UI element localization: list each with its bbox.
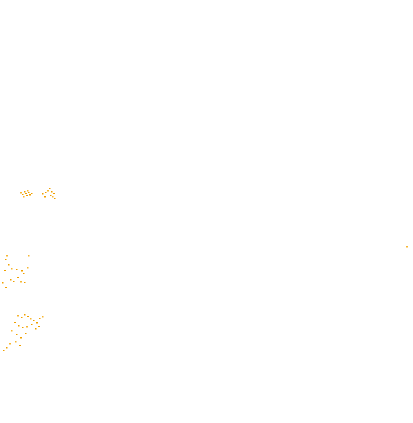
orange-speck: [27, 316, 29, 317]
orange-speck: [50, 195, 52, 196]
cluster-lower-left: [3, 314, 44, 351]
orange-speck: [6, 347, 8, 349]
orange-speck: [6, 255, 8, 257]
orange-speck: [13, 281, 15, 282]
orange-speck: [22, 194, 24, 195]
orange-speck: [35, 328, 37, 330]
cluster-right-edge: [406, 246, 408, 248]
orange-speck: [4, 270, 6, 271]
orange-speck: [20, 192, 22, 194]
orange-speck: [23, 273, 25, 274]
orange-speck: [22, 327, 24, 328]
orange-speck: [16, 269, 18, 270]
orange-speck: [10, 279, 12, 281]
orange-speck: [24, 314, 26, 316]
orange-speck: [16, 334, 18, 335]
orange-speck: [28, 255, 30, 257]
orange-speck: [5, 287, 7, 288]
orange-speck: [21, 317, 23, 318]
orange-speck: [23, 196, 25, 198]
orange-speck: [18, 325, 20, 327]
orange-speck: [25, 193, 27, 194]
orange-speck: [47, 190, 49, 192]
orange-speck: [17, 315, 19, 317]
orange-speck: [19, 345, 21, 346]
orange-speck: [8, 264, 10, 266]
orange-speck: [406, 246, 408, 248]
orange-speck: [33, 320, 35, 321]
orange-speck: [54, 198, 56, 199]
cluster-middle-left: [2, 255, 30, 288]
orange-speck: [53, 193, 55, 194]
cluster-upper-left: [20, 188, 56, 199]
orange-speck: [26, 195, 28, 196]
orange-speck: [42, 193, 44, 195]
orange-speck: [15, 341, 17, 343]
orange-speck: [11, 330, 13, 332]
orange-speck: [27, 267, 29, 269]
orange-speck: [26, 326, 28, 328]
orange-speck: [31, 324, 33, 325]
orange-speck: [5, 259, 7, 260]
orange-speck: [24, 191, 26, 193]
orange-speck: [25, 333, 27, 334]
orange-speck: [36, 322, 38, 324]
orange-speck: [29, 194, 31, 196]
orange-speck: [20, 337, 22, 339]
orange-speck: [24, 282, 26, 283]
orange-speck: [51, 191, 53, 193]
orange-speck: [14, 322, 16, 323]
orange-speck: [17, 277, 19, 278]
orange-speck: [21, 270, 23, 272]
orange-speck: [42, 316, 44, 318]
orange-speck: [27, 190, 29, 192]
orange-speck: [49, 188, 51, 189]
orange-speck: [31, 193, 33, 194]
orange-speck: [9, 343, 11, 345]
orange-speck: [20, 281, 22, 283]
orange-speck: [52, 196, 54, 198]
orange-speck: [30, 318, 32, 320]
orange-speck: [39, 318, 41, 319]
orange-speck: [38, 326, 40, 327]
orange-speck: [44, 196, 46, 198]
orange-speck: [28, 192, 30, 193]
orange-speck: [11, 268, 13, 270]
orange-speck: [3, 350, 5, 351]
orange-speck: [2, 282, 4, 284]
orange-speck: [45, 192, 47, 193]
